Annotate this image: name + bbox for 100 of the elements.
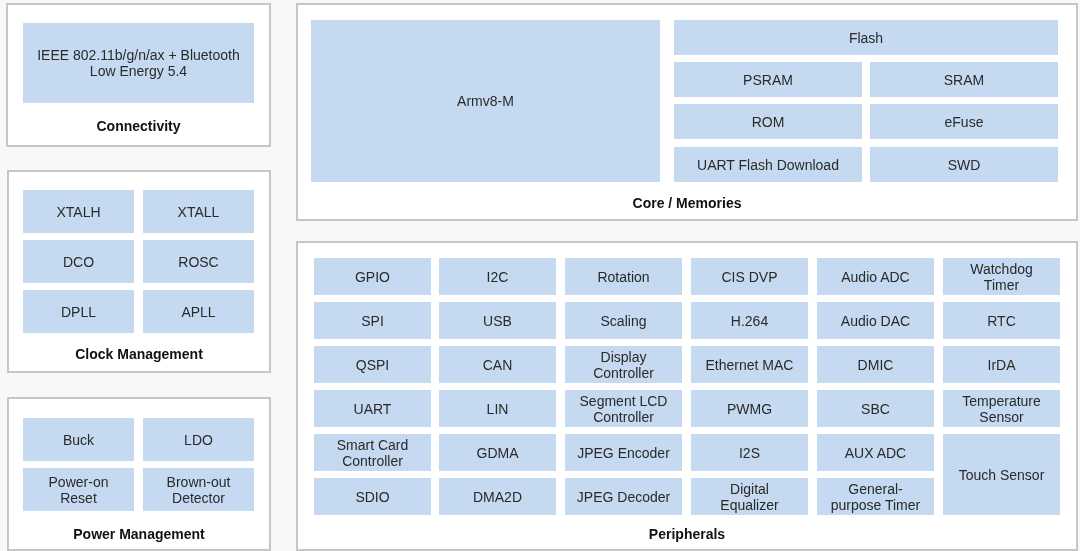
block-label: Ethernet MAC [705,356,794,373]
block-label: DMA2D [473,488,522,505]
block-label: GDMA [476,444,519,461]
function-block [674,104,862,139]
function-block [311,20,660,182]
block-label: QSPI [355,356,390,373]
function-block [565,302,682,339]
block-label: I2C [486,268,509,285]
function-block [439,346,556,383]
block-label: DCO [62,253,95,270]
block-label: SWD [947,156,981,173]
block-label: Brown-out Detector [165,473,232,506]
panel-title: Clock Management [75,346,203,363]
function-block [314,478,431,515]
function-block [943,258,1060,295]
function-block [943,390,1060,427]
function-block [691,346,808,383]
function-block [439,258,556,295]
block-label: JPEG Decoder [576,488,671,505]
function-block [143,418,254,461]
block-label: PSRAM [743,71,793,88]
function-block [23,190,134,233]
function-block [817,302,934,339]
block-label: IEEE 802.11b/g/n/ax + Bluetooth Low Energy 5.4 [36,47,241,79]
function-block [23,418,134,461]
block-label: GPIO [355,268,390,285]
block-label: LIN [486,400,509,417]
function-block [314,302,431,339]
block-label: AUX ADC [844,444,907,461]
block-label: eFuse [944,113,984,130]
block-label: JPEG Encoder [577,444,670,461]
block-label: SDIO [355,488,390,505]
block-label: I2S [739,444,760,461]
function-block [870,104,1058,139]
panel-title: Core / Memories [632,195,742,212]
function-block [23,290,134,333]
panel-title: Power Management [73,526,205,543]
function-block [314,346,431,383]
function-block [143,468,254,511]
block-label: PWMG [726,400,773,417]
block-label: Armv8-M [457,93,514,109]
block-label: General-purpose Timer [829,480,922,513]
function-block [314,258,431,295]
function-block [143,240,254,283]
block-label: Flash [848,29,884,46]
function-block [143,290,254,333]
block-label: ROM [751,113,785,130]
group-panel [6,3,271,147]
block-label: Digital Equalizer [719,480,780,513]
block-label: Audio DAC [840,312,911,329]
function-block [870,62,1058,97]
function-block [870,147,1058,182]
function-block [674,20,1058,55]
function-block [314,390,431,427]
function-block [143,190,254,233]
block-label: UART Flash Download [697,156,839,173]
block-label: DPLL [61,303,96,320]
block-label: XTALL [177,203,220,220]
function-block [23,23,254,103]
block-label: SPI [361,312,384,329]
block-label: CIS DVP [721,268,778,285]
function-block [314,434,431,471]
function-block [23,468,134,511]
block-label: Audio ADC [841,268,910,285]
block-label: USB [483,312,512,329]
function-block [943,302,1060,339]
function-block [439,390,556,427]
function-block [691,302,808,339]
block-label: H.264 [730,312,769,329]
block-label: Smart Card Controller [335,436,410,469]
function-block [943,346,1060,383]
block-label: ROSC [178,253,219,270]
block-label: Watchdog Timer [969,260,1034,293]
function-block [565,258,682,295]
function-block [817,478,934,515]
function-block [817,390,934,427]
function-block [439,478,556,515]
block-label: DMIC [857,356,894,373]
block-label: UART [353,400,392,417]
function-block [565,478,682,515]
block-label: Temperature Sensor [961,392,1042,425]
function-block [439,302,556,339]
group-panel [7,397,271,551]
function-block [439,434,556,471]
function-block [817,258,934,295]
block-label: LDO [184,431,213,448]
function-block [943,434,1060,515]
function-block [691,258,808,295]
function-block [565,390,682,427]
block-label: XTALH [56,203,101,220]
panel-title: Connectivity [96,118,181,135]
function-block [674,62,862,97]
block-label: Display Controller [592,348,655,381]
function-block [565,346,682,383]
group-panel [296,3,1078,221]
function-block [691,434,808,471]
block-label: Power-on Reset [47,473,110,506]
function-block [674,147,862,182]
panel-title: Peripherals [648,526,726,543]
function-block [817,346,934,383]
